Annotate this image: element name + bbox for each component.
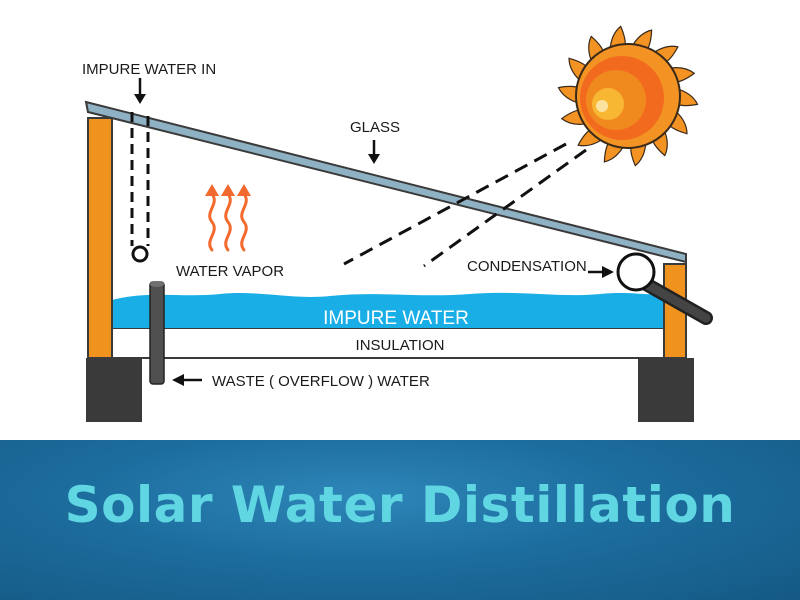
banner-title: Solar Water Distillation [64,476,736,534]
sun-ray-2 [423,148,587,268]
label-glass: GLASS [350,119,400,136]
right-base-block [638,358,694,422]
glass-arrow-head [368,154,380,164]
label-water-vapor: WATER VAPOR [176,263,284,280]
water-vapor-icon [208,192,248,252]
sun-icon [557,25,699,167]
glass-panel [84,100,687,264]
left-post [87,117,113,359]
sun-ray-1 [343,142,567,266]
left-base-block [86,358,142,422]
waste-arrow-head [172,374,184,386]
label-condensation: CONDENSATION [467,258,587,275]
impure-water-body [112,292,664,328]
vapor-arrowheads [205,184,251,196]
label-waste-water: WASTE ( OVERFLOW ) WATER [212,373,430,390]
inlet-arrow-head [134,94,146,104]
overflow-pipe [149,281,165,385]
title-banner: Solar Water Distillation [0,440,800,600]
label-impure-water: IMPURE WATER [323,308,469,329]
condensation-arrow-head [602,266,614,278]
label-impure-water-in: IMPURE WATER IN [82,61,216,78]
overflow-pipe-top [150,281,164,287]
condensation-collector [616,252,713,325]
label-insulation: INSULATION [356,337,445,354]
solar-still-diagram: IMPURE WATER IN GLASS WATER VAPOR CONDEN… [82,25,713,422]
inlet-outlet-ring [131,245,149,263]
